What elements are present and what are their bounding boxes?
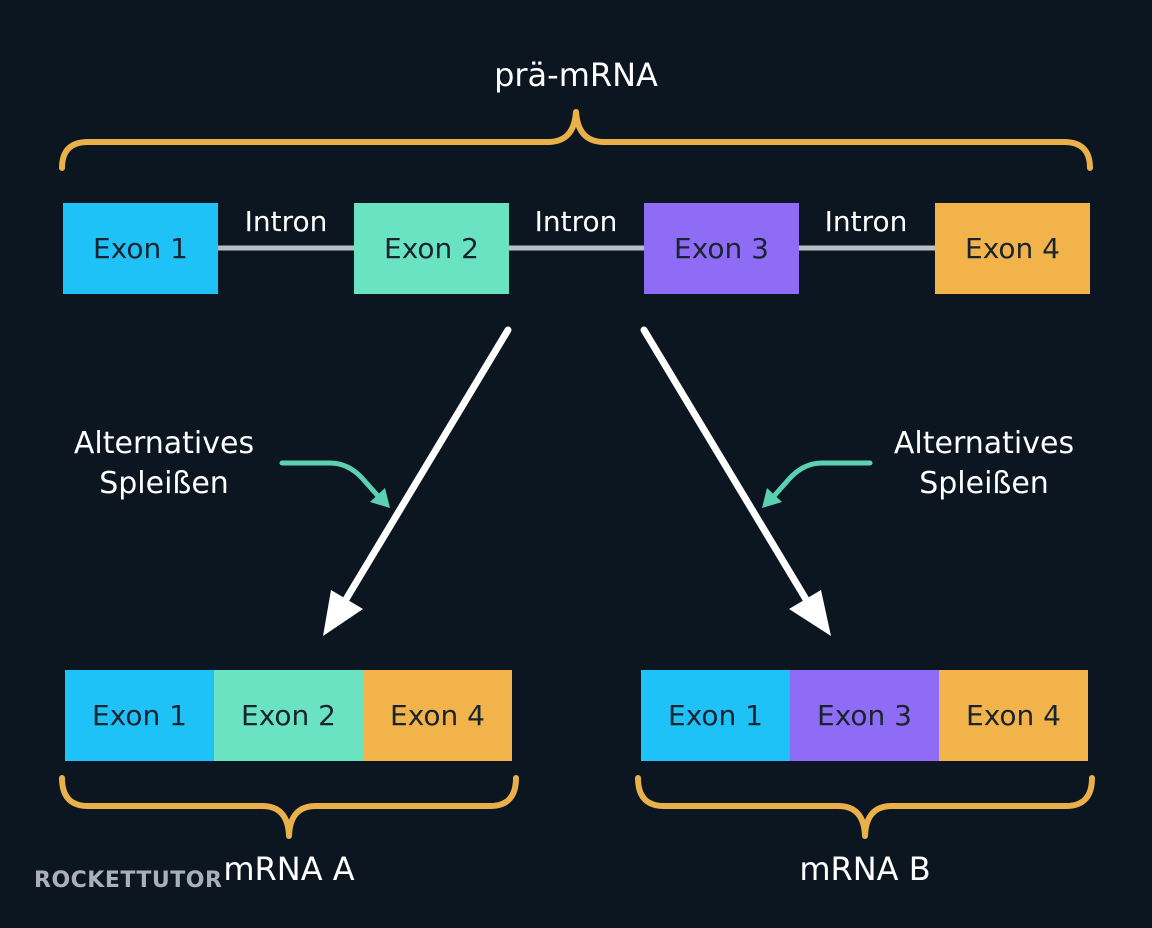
splice-arrow-right-head xyxy=(789,590,831,636)
pointer-arrow-right xyxy=(771,460,873,499)
intron-label-2: Intron xyxy=(534,205,618,238)
mrna-b-exon-3: Exon 3 xyxy=(790,670,939,761)
splice-label-left-line2: Spleißen xyxy=(99,466,229,501)
splice-label-left: Alternatives Spleißen xyxy=(44,424,284,504)
pre-mrna-exon-3: Exon 3 xyxy=(644,203,799,294)
pre-mrna-brace xyxy=(59,109,1093,171)
splice-arrow-right-shaft xyxy=(640,326,814,610)
mrna-a-brace xyxy=(59,775,519,839)
watermark-logo: ROCKETTUTOR xyxy=(34,868,223,893)
mrna-b-brace xyxy=(635,775,1095,839)
mrna-a-title: mRNA A xyxy=(223,850,355,888)
splice-label-right: Alternatives Spleißen xyxy=(864,424,1104,504)
splice-label-right-line1: Alternatives xyxy=(893,426,1075,461)
intron-label-3: Intron xyxy=(824,205,908,238)
pointer-arrow-left xyxy=(279,460,381,499)
mrna-b-title: mRNA B xyxy=(799,850,931,888)
splice-arrow-left-shaft xyxy=(338,326,512,610)
pre-mrna-title: prä-mRNA xyxy=(494,56,658,94)
splice-label-right-line2: Spleißen xyxy=(919,466,1049,501)
pre-mrna-exon-1: Exon 1 xyxy=(63,203,218,294)
splice-arrow-left-head xyxy=(323,590,363,636)
mrna-b-exon-4: Exon 4 xyxy=(939,670,1088,761)
pre-mrna-exon-2: Exon 2 xyxy=(354,203,509,294)
pre-mrna-exon-4: Exon 4 xyxy=(935,203,1090,294)
pointer-arrow-right-head xyxy=(762,488,782,508)
splice-label-left-line1: Alternatives xyxy=(73,426,255,461)
mrna-a-exon-4: Exon 4 xyxy=(363,670,512,761)
mrna-b-exon-1: Exon 1 xyxy=(641,670,790,761)
mrna-a-exon-1: Exon 1 xyxy=(65,670,214,761)
intron-label-1: Intron xyxy=(244,205,328,238)
pointer-arrow-left-head xyxy=(370,488,390,508)
mrna-a-exon-2: Exon 2 xyxy=(214,670,363,761)
